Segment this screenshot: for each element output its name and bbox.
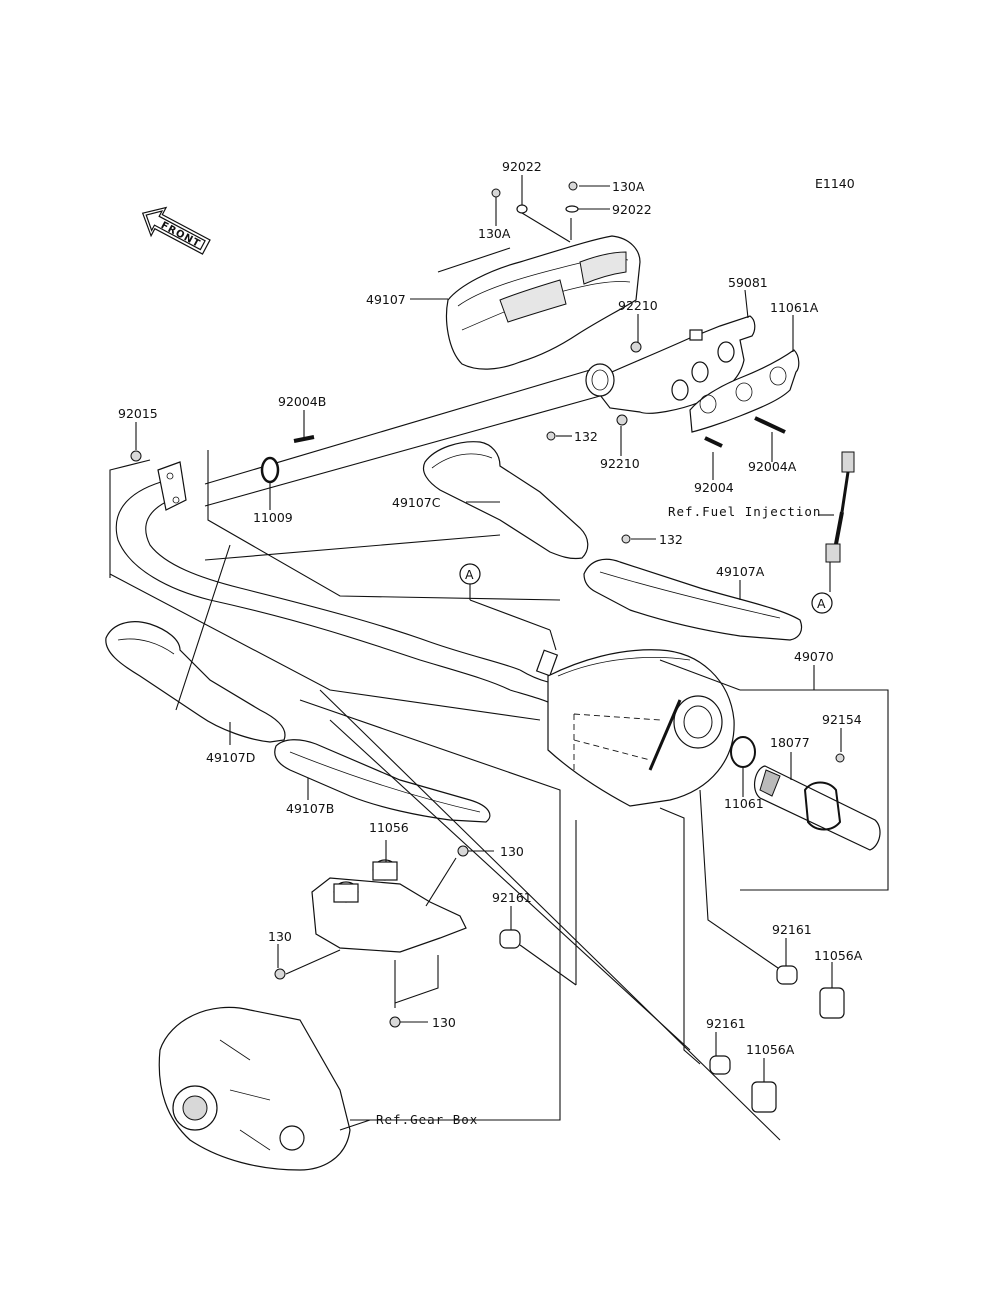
label-11056A-a: 11056A (814, 948, 863, 963)
bolt-130A-right (568, 181, 578, 191)
label-132-top: 132 (574, 429, 598, 444)
label-18077: 18077 (770, 735, 810, 750)
bolt-130A-left (491, 188, 501, 198)
label-11009: 11009 (253, 510, 293, 525)
label-49107A: 49107A (716, 564, 765, 579)
front-arrow-icon: FRONT (141, 206, 211, 255)
heat-guard-49107C (422, 441, 589, 560)
label-49107D: 49107D (206, 750, 255, 765)
pipe-flange (157, 461, 187, 511)
callout-a-right: A (811, 592, 833, 614)
label-92004: 92004 (694, 480, 734, 495)
tail-pipe-18077 (753, 765, 881, 851)
label-11061: 11061 (724, 796, 764, 811)
collar-92161-b (776, 965, 798, 985)
ref-gear-box: Ref.Gear Box (376, 1112, 478, 1127)
nut-92210-top (630, 341, 642, 353)
bolt-130-top (457, 845, 469, 857)
label-92015: 92015 (118, 406, 158, 421)
exhaust-manifold-59081 (585, 315, 756, 414)
diagram-code: E1140 (815, 176, 855, 191)
oxygen-sensor (825, 451, 855, 563)
label-132-mid: 132 (659, 532, 683, 547)
label-11056: 11056 (369, 820, 409, 835)
label-92161-b: 92161 (772, 922, 812, 937)
label-49107C: 49107C (392, 495, 441, 510)
gear-box (158, 1006, 351, 1171)
leader-lines (109, 175, 889, 1141)
callout-a-left: A (459, 563, 481, 585)
label-92004B: 92004B (278, 394, 326, 409)
heat-guard-49107 (445, 235, 641, 370)
label-92161-c: 92161 (706, 1016, 746, 1031)
label-130A-right: 130A (612, 179, 645, 194)
stud-92004B (293, 435, 315, 443)
label-92022-top: 92022 (502, 159, 542, 174)
label-59081: 59081 (728, 275, 768, 290)
muffler-49070 (547, 649, 735, 807)
heat-guard-49107A (583, 558, 803, 641)
label-49070: 49070 (794, 649, 834, 664)
bolt-132-top (546, 431, 556, 441)
label-92004A: 92004A (748, 459, 797, 474)
holder-11056A-a (819, 987, 845, 1019)
label-130-left: 130 (268, 929, 292, 944)
label-49107: 49107 (366, 292, 406, 307)
nut-92015 (130, 450, 142, 462)
label-92210-bottom: 92210 (600, 456, 640, 471)
label-92154: 92154 (822, 712, 862, 727)
label-130A-left: 130A (478, 226, 511, 241)
collar-92161-c (709, 1055, 731, 1075)
svg-text:A: A (817, 596, 826, 611)
svg-text:A: A (465, 567, 474, 582)
gasket-11009 (260, 456, 280, 484)
holder-11056A-b (751, 1081, 777, 1113)
bolt-132-mid (621, 534, 631, 544)
label-130-top: 130 (500, 844, 524, 859)
label-49107B: 49107B (286, 801, 334, 816)
label-92161-a: 92161 (492, 890, 532, 905)
stud-92004 (704, 436, 723, 448)
gasket-11061 (730, 736, 756, 768)
bolt-130-left (274, 968, 286, 980)
heat-guard-49107B (274, 739, 491, 823)
washer-92022-top (516, 204, 528, 214)
label-11056A-b: 11056A (746, 1042, 795, 1057)
ref-fuel-injection: Ref.Fuel Injection (668, 504, 821, 519)
bracket-11056 (311, 859, 467, 953)
stud-92004A (754, 416, 786, 434)
gasket-11061A (689, 349, 800, 433)
label-11061A: 11061A (770, 300, 819, 315)
label-92022-right: 92022 (612, 202, 652, 217)
collar-92161-a (499, 929, 521, 949)
heat-guard-49107D (105, 621, 286, 743)
bolt-130-bottom (389, 1016, 401, 1028)
label-92210-top: 92210 (618, 298, 658, 313)
nut-92210-bottom (616, 414, 628, 426)
washer-92022-right (565, 205, 579, 213)
screw-92154 (835, 753, 845, 763)
label-130-bottom: 130 (432, 1015, 456, 1030)
